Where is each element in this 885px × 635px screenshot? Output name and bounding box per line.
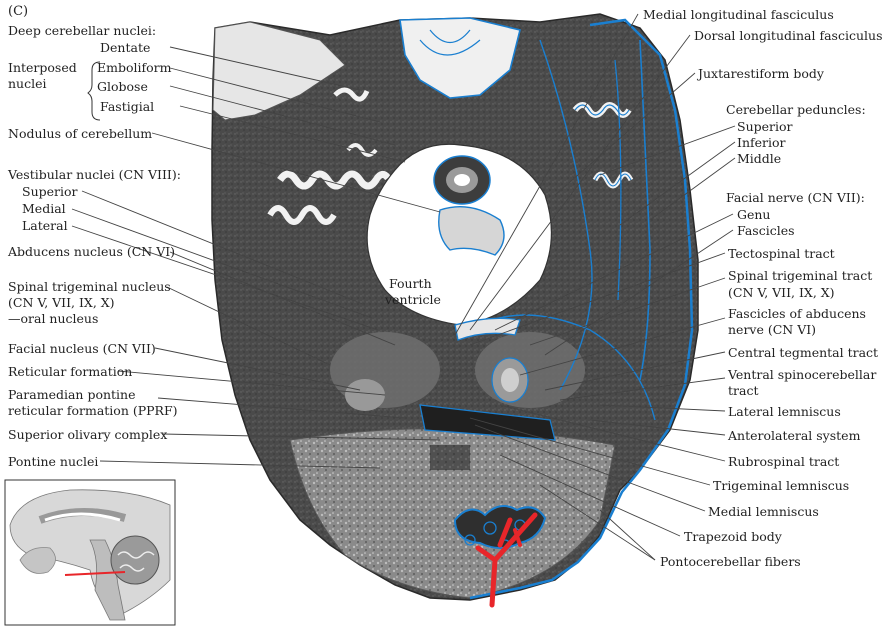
label-fourth-ventricle-2: ventricle bbox=[385, 292, 441, 307]
label-pontocerebellar-fibers: Pontocerebellar fibers bbox=[660, 554, 801, 569]
label-fastigial: Fastigial bbox=[100, 99, 154, 114]
label-spinal-trigeminal-nucleus-1: Spinal trigeminal nucleus bbox=[8, 279, 171, 294]
label-pontine-nuclei: Pontine nuclei bbox=[8, 454, 98, 469]
label-dentate: Dentate bbox=[100, 40, 150, 55]
label-central-tegmental-tract: Central tegmental tract bbox=[728, 345, 878, 360]
label-nodulus: Nodulus of cerebellum bbox=[8, 126, 152, 141]
label-cerebellar-peduncles: Cerebellar peduncles: bbox=[726, 102, 866, 117]
label-ped-middle: Middle bbox=[737, 151, 781, 166]
label-superior-olivary: Superior olivary complex bbox=[8, 427, 167, 442]
label-deep-cerebellar-nuclei: Deep cerebellar nuclei: bbox=[8, 23, 156, 38]
label-emboliform: Emboliform bbox=[97, 60, 171, 75]
label-ventral-spinocerebellar-1: Ventral spinocerebellar bbox=[728, 367, 876, 382]
label-trigeminal-lemniscus: Trigeminal lemniscus bbox=[713, 478, 849, 493]
label-spinal-trigeminal-tract-2: (CN V, VII, IX, X) bbox=[728, 285, 835, 300]
label-ped-inferior: Inferior bbox=[737, 135, 786, 150]
label-facial-nerve: Facial nerve (CN VII): bbox=[726, 190, 865, 205]
label-juxtarestiform-body: Juxtarestiform body bbox=[698, 66, 824, 81]
label-vest-medial: Medial bbox=[22, 201, 66, 216]
label-fascicles: Fascicles bbox=[737, 223, 795, 238]
label-spinal-trigeminal-nucleus-2: (CN V, VII, IX, X) bbox=[8, 295, 115, 310]
label-interposed-1: Interposed bbox=[8, 60, 77, 75]
label-pprf-2: reticular formation (PPRF) bbox=[8, 403, 178, 418]
label-pprf-1: Paramedian pontine bbox=[8, 387, 136, 402]
label-medial-lemniscus: Medial lemniscus bbox=[708, 504, 819, 519]
label-fascicles-abducens-2: nerve (CN VI) bbox=[728, 322, 816, 337]
label-globose: Globose bbox=[97, 79, 148, 94]
label-reticular-formation: Reticular formation bbox=[8, 364, 132, 379]
label-fourth-ventricle-1: Fourth bbox=[389, 276, 432, 291]
label-lateral-lemniscus: Lateral lemniscus bbox=[728, 404, 841, 419]
label-ventral-spinocerebellar-2: tract bbox=[728, 383, 758, 398]
label-spinal-trigeminal-nucleus-3: —oral nucleus bbox=[8, 311, 98, 326]
label-ped-superior: Superior bbox=[737, 119, 793, 134]
label-spinal-trigeminal-tract-1: Spinal trigeminal tract bbox=[728, 268, 872, 283]
label-vestibular-nuclei: Vestibular nuclei (CN VIII): bbox=[8, 167, 181, 182]
label-genu: Genu bbox=[737, 207, 770, 222]
label-interposed-2: nuclei bbox=[8, 76, 47, 91]
label-rubrospinal-tract: Rubrospinal tract bbox=[728, 454, 839, 469]
label-vest-lateral: Lateral bbox=[22, 218, 68, 233]
label-vest-superior: Superior bbox=[22, 184, 78, 199]
panel-letter: (C) bbox=[8, 4, 28, 19]
label-tectospinal-tract: Tectospinal tract bbox=[728, 246, 835, 261]
label-trapezoid-body: Trapezoid body bbox=[684, 529, 782, 544]
brain-thumbnail-inset bbox=[5, 480, 175, 625]
label-fascicles-abducens-1: Fascicles of abducens bbox=[728, 306, 866, 321]
label-abducens-nucleus: Abducens nucleus (CN VI) bbox=[8, 244, 175, 259]
label-facial-nucleus: Facial nucleus (CN VII) bbox=[8, 341, 156, 356]
label-dorsal-longitudinal-fasciculus: Dorsal longitudinal fasciculus bbox=[694, 28, 883, 43]
tegmentum-right bbox=[475, 332, 585, 408]
label-anterolateral-system: Anterolateral system bbox=[728, 428, 860, 443]
label-medial-longitudinal-fasciculus: Medial longitudinal fasciculus bbox=[643, 7, 834, 22]
